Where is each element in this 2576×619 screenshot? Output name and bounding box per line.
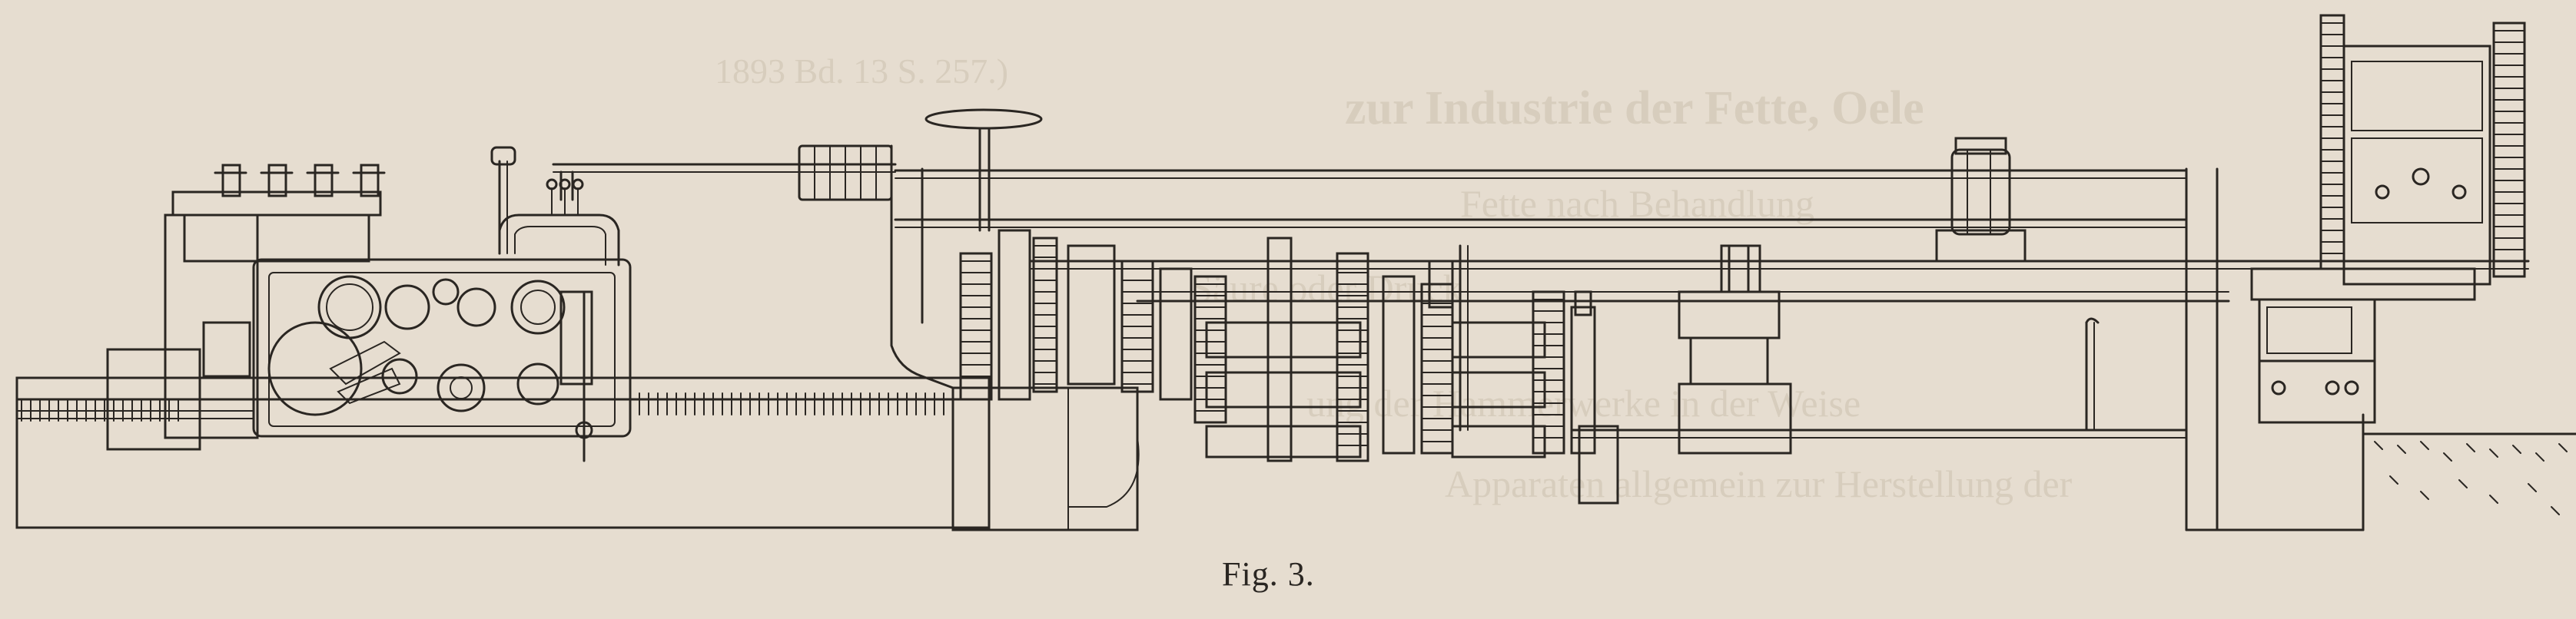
bleed-text-6: Apparaten allgemein zur Herstellung der <box>1445 462 2073 505</box>
carriage-assembly <box>15 146 991 529</box>
bleed-text-1: 1893 Bd. 13 S. 257.) <box>715 51 1009 91</box>
crosshead-unit <box>1570 137 2188 455</box>
end-frame <box>2185 14 2576 531</box>
bleed-text-3: Fette nach Behandlung <box>1460 182 1814 225</box>
bleed-text-2: zur Industrie der Fette, Oele <box>1345 82 1924 134</box>
figure-caption: Fig. 3. <box>1222 555 1315 593</box>
gearbox-assembly <box>890 108 1619 531</box>
rack-teeth <box>21 392 944 422</box>
bleed-text-5: ung der Hammerwerke in der Weise <box>1306 382 1861 425</box>
guide-rails <box>552 144 2530 303</box>
